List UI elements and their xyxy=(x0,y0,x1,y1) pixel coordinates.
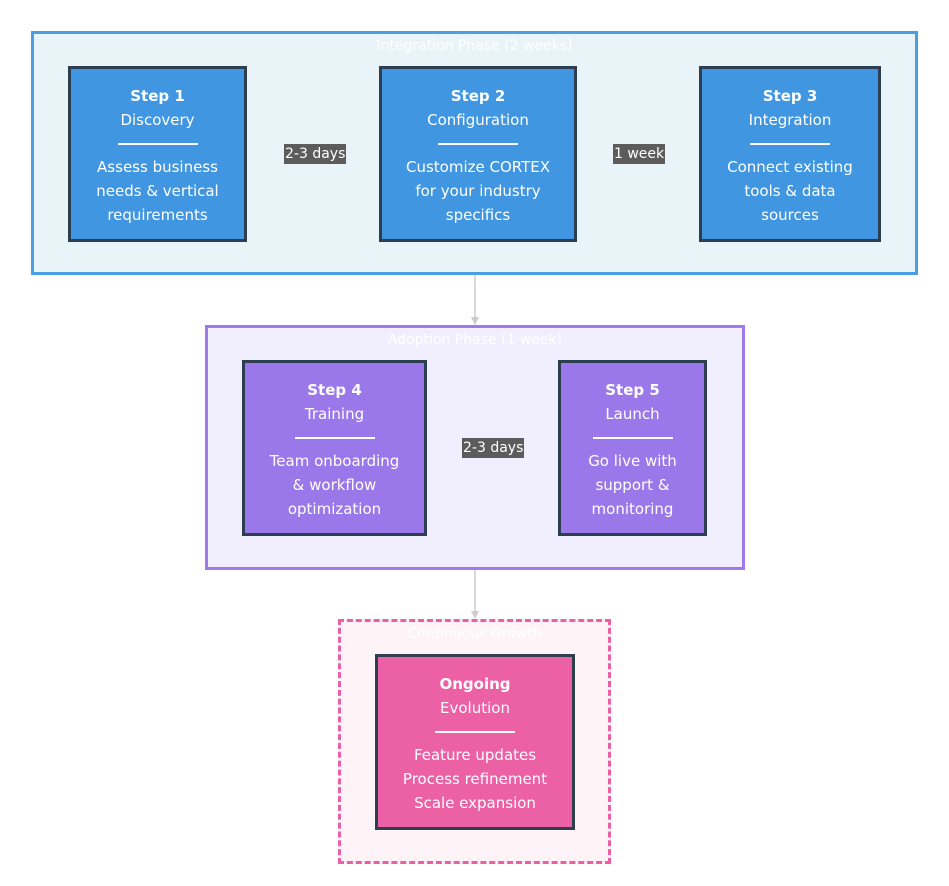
step5-description: Go live with support & monitoring xyxy=(588,452,677,518)
step4-title: Step 4 xyxy=(307,381,362,399)
step5-divider xyxy=(592,437,673,439)
adoption-phase-title: Adoption Phase (1 week) xyxy=(387,332,563,348)
step5-node: Step 5 Launch Go live with support & mon… xyxy=(558,360,707,536)
step4-divider xyxy=(294,437,375,439)
step2-title: Step 2 xyxy=(450,87,506,105)
step3-subtitle: Integration xyxy=(748,111,832,129)
ongoing-description-line-3: Scale expansion xyxy=(414,794,536,812)
edge-label-step4-step5: 2-3 days xyxy=(462,438,525,458)
step2-node: Step 2 Configuration Customize CORTEX fo… xyxy=(379,66,577,242)
ongoing-subtitle: Evolution xyxy=(440,699,510,717)
step1-description: Assess business needs & vertical require… xyxy=(96,158,219,224)
step3-divider xyxy=(750,143,830,145)
step3-node: Step 3 Integration Connect existing tool… xyxy=(699,66,881,242)
step4-node: Step 4 Training Team onboarding & workfl… xyxy=(242,360,427,536)
step1-title: Step 1 xyxy=(130,87,185,105)
ongoing-description-line-2: Process refinement xyxy=(402,770,548,788)
integration-phase-title: Integration Phase (2 weeks) xyxy=(376,38,573,54)
ongoing-divider xyxy=(435,731,515,733)
step3-description: Connect existing tools & data sources xyxy=(727,158,853,224)
step3-title: Step 3 xyxy=(762,87,818,105)
step2-divider xyxy=(438,143,518,145)
step5-subtitle: Launch xyxy=(605,405,660,423)
step2-description: Customize CORTEX for your industry speci… xyxy=(405,158,551,224)
ongoing-title: Ongoing xyxy=(439,675,511,693)
ongoing-description-line-1: Feature updates xyxy=(413,746,537,764)
step4-description: Team onboarding & workflow optimization xyxy=(269,452,400,518)
step5-title: Step 5 xyxy=(605,381,660,399)
edge-label-step2-step3: 1 week xyxy=(613,144,666,164)
step1-node: Step 1 Discovery Assess business needs &… xyxy=(68,66,247,242)
ongoing-node: Ongoing Evolution Feature updates Proces… xyxy=(375,654,575,830)
growth-phase-title: Continuous Growth xyxy=(407,626,542,642)
step1-subtitle: Discovery xyxy=(120,111,195,129)
edge-label-step1-step2: 2-3 days xyxy=(284,144,347,164)
step4-subtitle: Training xyxy=(304,405,365,423)
step2-subtitle: Configuration xyxy=(427,111,529,129)
step1-divider xyxy=(117,143,198,145)
